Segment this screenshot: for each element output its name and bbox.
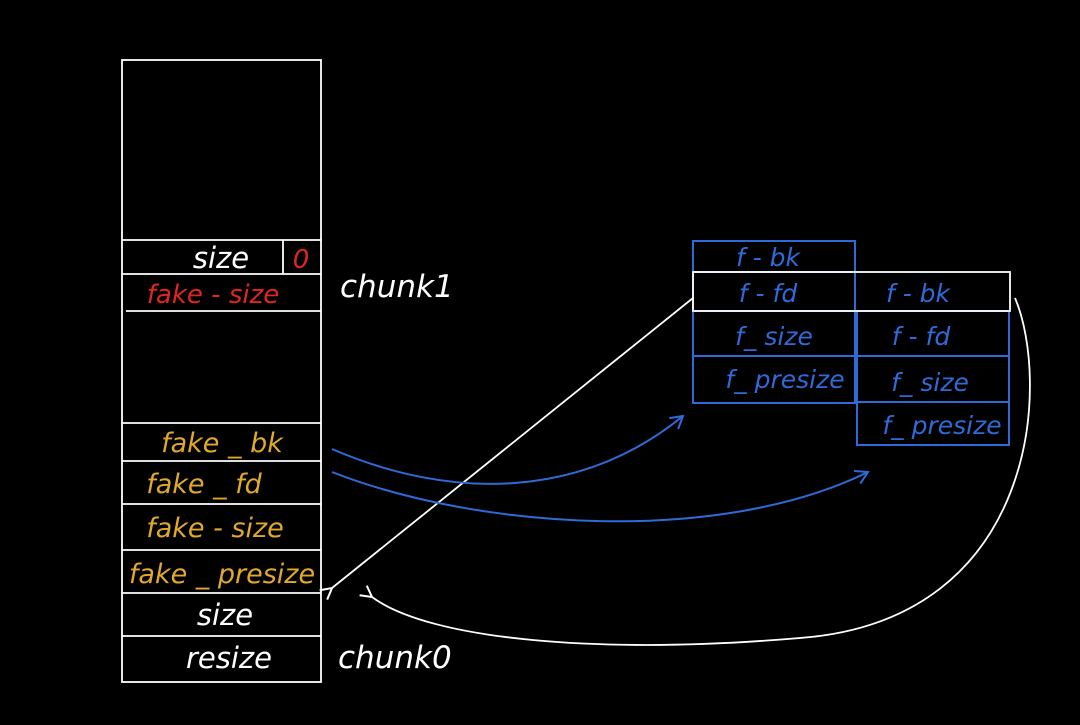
chunk1-size-label: size (193, 241, 249, 275)
fake-chunk-b-presize-label: f_ presize (882, 411, 1001, 440)
fake-size-label: fake - size (146, 513, 284, 544)
fake-chunk-b: f - bk f - fd f_ size f_ presize (856, 279, 1010, 446)
fd-pointer-arrow (332, 297, 694, 588)
fake-chunk-b-fd-label: f - fd (892, 322, 951, 351)
chunk0-name-label: chunk0 (338, 640, 452, 676)
fake-chunk-a-fd-label: f - fd (739, 279, 798, 308)
fake-presize-label: fake _ presize (129, 559, 315, 590)
fake-chunk-a-size-label: f_ size (735, 322, 813, 351)
fake-chunk-a-bk-label: f - bk (736, 243, 802, 272)
chunk0-resize-label: resize (186, 641, 272, 675)
chunk1-prev-inuse-flag: 0 (293, 245, 310, 275)
fake-chunk-b-bk-label: f - bk (886, 279, 952, 308)
bk-pointer-arrow (372, 297, 1031, 646)
memory-column: size 0 fake - size fake _ bk fake _ fd f… (121, 59, 322, 683)
fd-bk-pointer-row (692, 271, 1011, 312)
fake-chunk-a-presize-label: f_ presize (725, 365, 844, 394)
fake-bk-to-chunk-arrow (331, 414, 685, 485)
chunk0-size-label: size (197, 598, 253, 632)
memory-column-outline (121, 59, 322, 683)
fake-fd-label: fake _ fd (146, 469, 262, 500)
fake-fd-to-chunk-arrow (331, 470, 870, 523)
fake-bk-label: fake _ bk (161, 428, 284, 459)
chunk1-fake-size-label: fake - size (147, 280, 279, 310)
fake-chunk-a: f - bk f - fd f_ size f_ presize (692, 240, 856, 404)
chunk1-name-label: chunk1 (340, 269, 454, 305)
fake-chunk-b-size-label: f_ size (891, 368, 969, 397)
fake-chunk-a-outline (692, 240, 856, 404)
